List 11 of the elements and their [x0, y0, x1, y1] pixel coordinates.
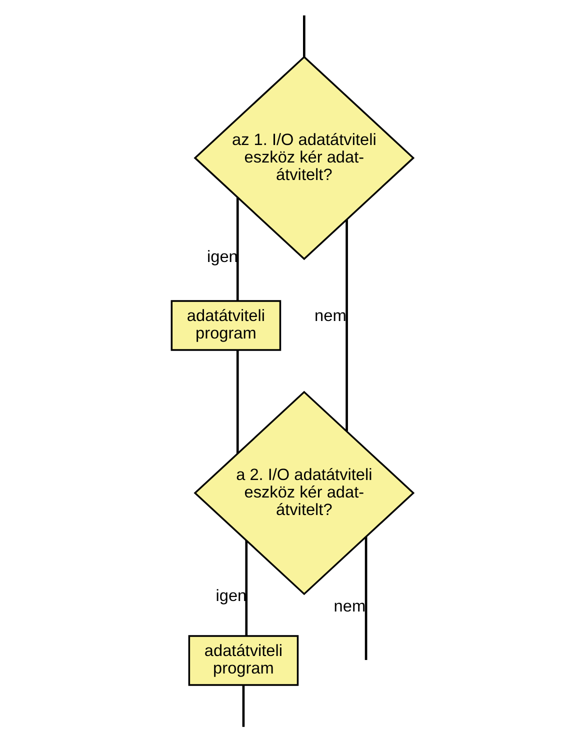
- connector: [236, 198, 239, 301]
- node-box: adatátviteli program: [170, 300, 282, 351]
- connector: [303, 15, 306, 57]
- node-box: adatátviteli program: [188, 635, 299, 686]
- edge-label: nem: [314, 306, 346, 325]
- edge-label: nem: [334, 598, 366, 616]
- connector: [236, 350, 239, 454]
- connector: [242, 685, 245, 727]
- connector: [245, 540, 248, 636]
- connector: [346, 220, 348, 431]
- connector: [364, 537, 368, 660]
